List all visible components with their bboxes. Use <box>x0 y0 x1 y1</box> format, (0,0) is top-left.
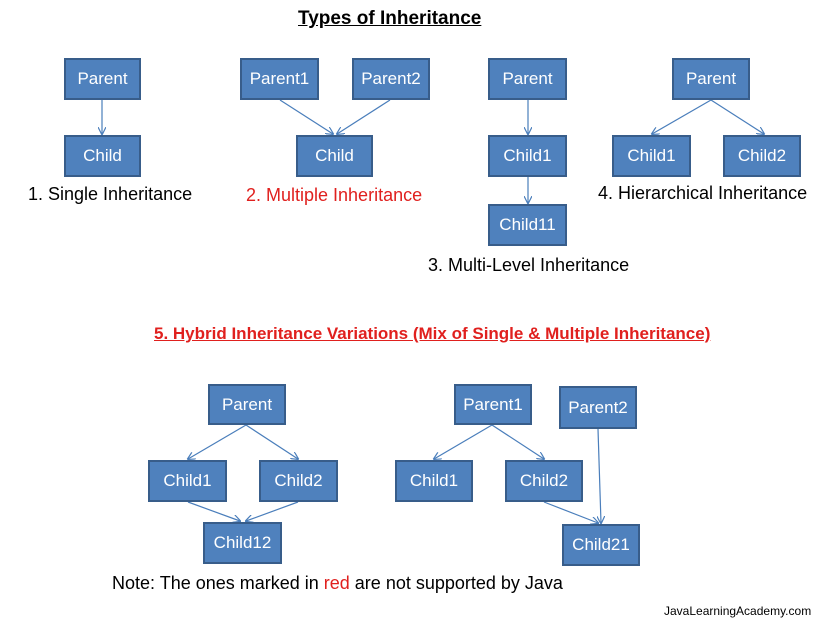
connector-hyb2-1 <box>434 424 493 459</box>
connector-hyb2-4 <box>598 428 601 523</box>
connector-hier-1 <box>652 99 712 134</box>
hyb2-parent1-node: Parent1 <box>454 384 532 425</box>
connector-hier-2 <box>710 99 764 134</box>
page-title: Types of Inheritance <box>298 8 482 29</box>
note-text-red: red <box>323 573 350 593</box>
hyb2-child1-node: Child1 <box>395 460 473 502</box>
multi-parent2-node: Parent2 <box>352 58 430 100</box>
connector-hyb2-3 <box>543 501 598 523</box>
hyb2-parent2-node: Parent2 <box>559 386 637 429</box>
multi-child-node: Child <box>296 135 373 177</box>
ml-child1-node: Child1 <box>488 135 567 177</box>
connector-hyb2-2 <box>491 424 544 459</box>
single-inheritance-label: 1. Single Inheritance <box>28 184 193 204</box>
site-watermark: JavaLearningAcademy.com <box>664 604 812 618</box>
connector-hyb1-1 <box>188 424 247 459</box>
hyb1-child2-node: Child2 <box>259 460 338 502</box>
multilevel-inheritance-label: 3. Multi-Level Inheritance <box>428 255 630 275</box>
ml-child11-node: Child11 <box>488 204 567 246</box>
support-note: Note: The ones marked in red are not sup… <box>112 573 563 594</box>
connector-multi-parent1 <box>279 99 333 134</box>
connector-multi-parent2 <box>337 99 391 134</box>
note-text-before: Note: The ones marked in <box>112 573 324 593</box>
multiple-inheritance-label: 2. Multiple Inheritance <box>246 185 423 205</box>
single-parent-node: Parent <box>64 58 141 100</box>
hier-child2-node: Child2 <box>723 135 801 177</box>
multi-parent1-node: Parent1 <box>240 58 319 100</box>
hyb1-child1-node: Child1 <box>148 460 227 502</box>
single-child-node: Child <box>64 135 141 177</box>
hyb1-child12-node: Child12 <box>203 522 282 564</box>
hybrid-title: 5. Hybrid Inheritance Variations (Mix of… <box>154 324 711 343</box>
connector-hyb1-3 <box>187 501 240 521</box>
hier-child1-node: Child1 <box>612 135 691 177</box>
hier-parent-node: Parent <box>672 58 750 100</box>
hierarchical-inheritance-label: 4. Hierarchical Inheritance <box>598 183 808 203</box>
hyb2-child21-node: Child21 <box>562 524 640 566</box>
hyb1-parent-node: Parent <box>208 384 286 425</box>
connector-hyb1-2 <box>245 424 298 459</box>
connector-hyb1-4 <box>246 501 299 521</box>
hyb2-child2-node: Child2 <box>505 460 583 502</box>
note-text-after: are not supported by Java <box>349 573 563 593</box>
ml-parent-node: Parent <box>488 58 567 100</box>
